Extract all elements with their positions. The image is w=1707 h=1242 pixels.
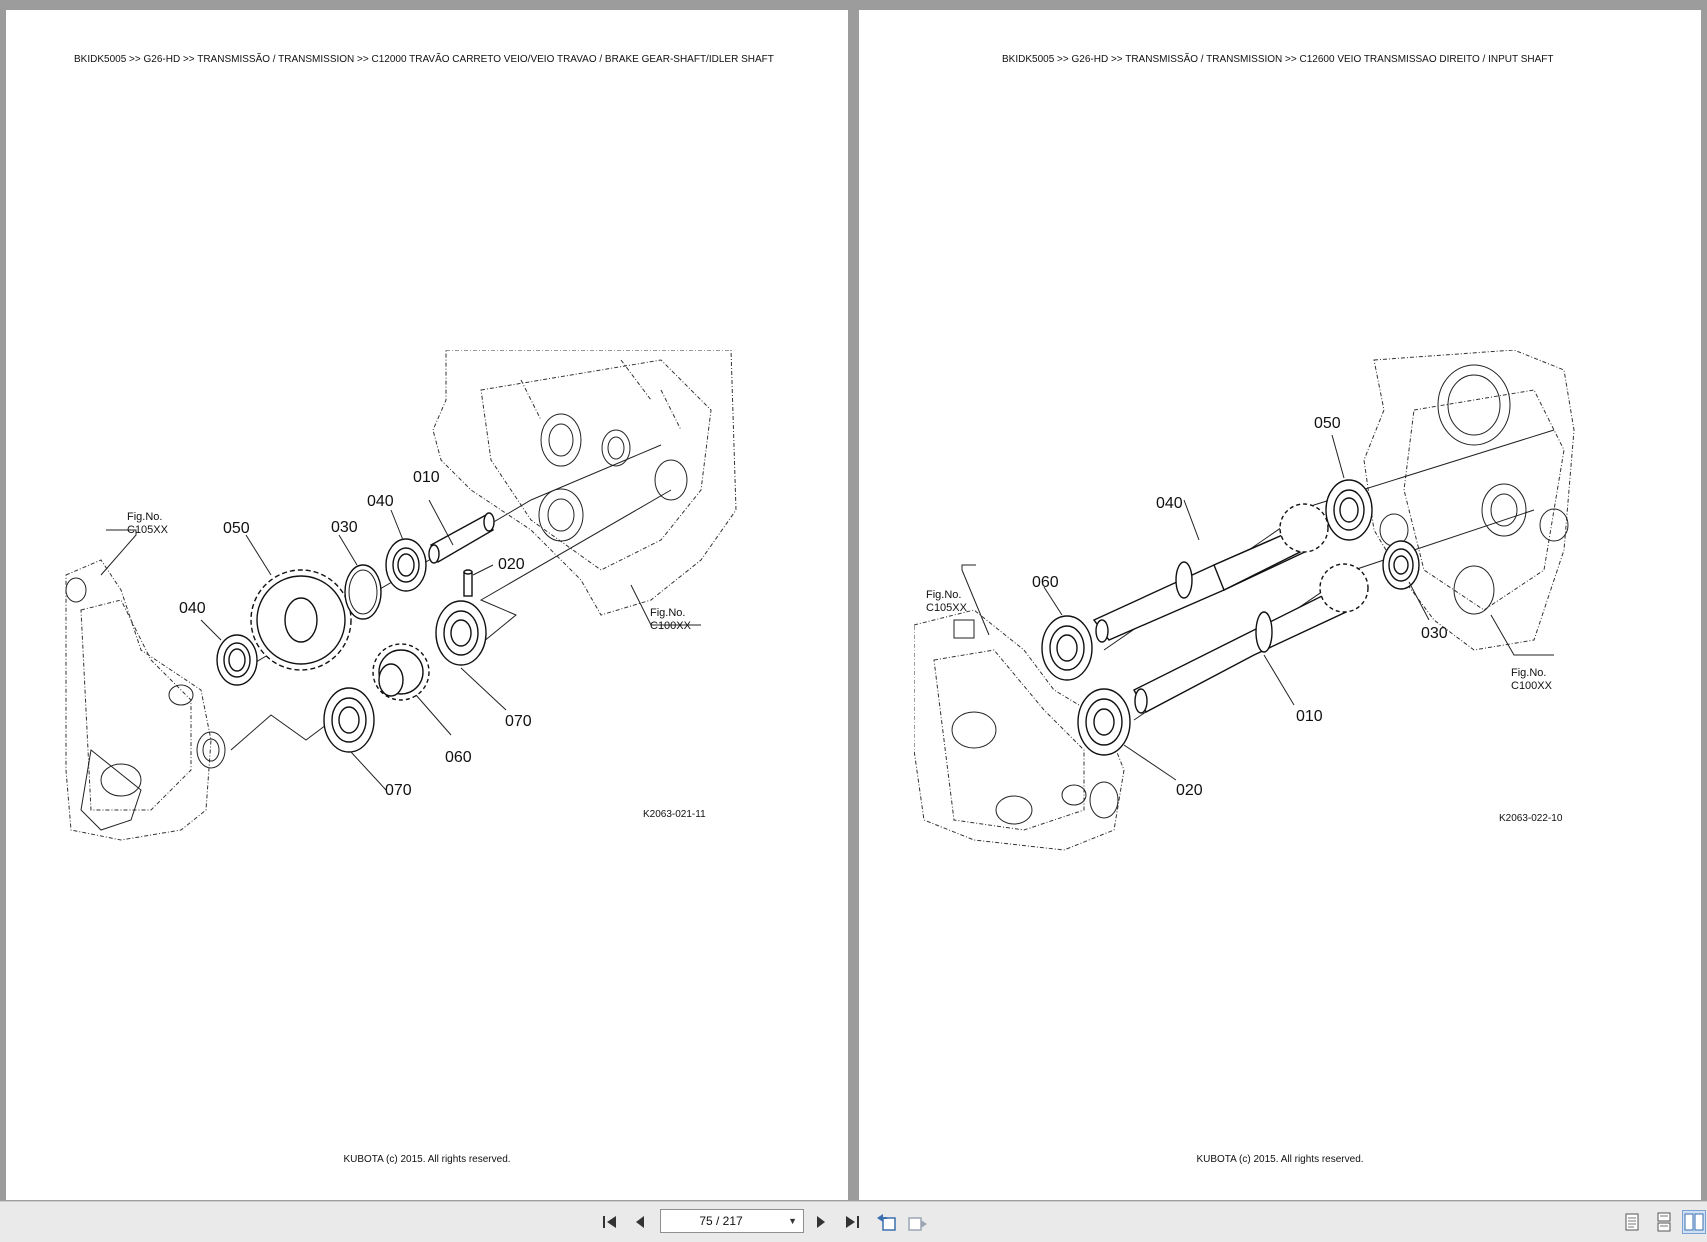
fig-ref-left-line2: C105XX: [127, 524, 169, 536]
part-label-020: 020: [1176, 782, 1203, 799]
part-label-010: 010: [413, 469, 440, 486]
brake-gear-050: [250, 569, 352, 671]
fig-ref-right-line1: Fig.No.: [1511, 667, 1546, 679]
go-back-icon[interactable]: [874, 1210, 898, 1234]
leader-lines: [100, 499, 701, 791]
part-label-010: 010: [1296, 708, 1323, 725]
page-footer: KUBOTA (c) 2015. All rights reserved.: [1196, 1154, 1364, 1165]
exploded-parts-diagram: 010 020 030 040 040 050 060 070 070 Fig.…: [61, 349, 801, 890]
page-number-selector[interactable]: 75 / 217 ▼: [660, 1209, 804, 1233]
fig-ref-left-line1: Fig.No.: [127, 511, 162, 523]
go-forward-icon[interactable]: [906, 1210, 930, 1234]
first-page-icon[interactable]: [598, 1210, 622, 1234]
bearing-070-left: [323, 687, 375, 753]
pin-020: [463, 569, 473, 597]
fig-ref-left-line2: C105XX: [926, 602, 968, 614]
two-page-icon[interactable]: [1682, 1210, 1706, 1234]
continuous-icon[interactable]: [1652, 1210, 1676, 1234]
figure-code: K2063-022-10: [1499, 813, 1563, 824]
input-shaft-040: [1092, 503, 1329, 643]
part-label-040-right: 040: [367, 493, 394, 510]
part-label-060: 060: [1032, 574, 1059, 591]
part-label-050: 050: [1314, 415, 1341, 432]
page-header: BKIDK5005 >> G26-HD >> TRANSMISSÃO / TRA…: [74, 54, 774, 65]
fig-ref-right-line2: C100XX: [1511, 680, 1553, 692]
chevron-down-icon: ▼: [788, 1216, 797, 1226]
prev-page-icon[interactable]: [628, 1210, 652, 1234]
page-footer: KUBOTA (c) 2015. All rights reserved.: [343, 1154, 511, 1165]
viewer-toolbar: 75 / 217 ▼: [0, 1201, 1707, 1242]
exploded-parts-diagram: 050 040 060 030 010 020 Fig.No. C105XX F…: [913, 349, 1654, 890]
snap-ring-030: [344, 564, 382, 620]
leader-lines: [961, 434, 1554, 781]
part-label-040-left: 040: [179, 600, 206, 617]
input-shaft-010: [1133, 563, 1369, 714]
transmission-housing-right: [432, 349, 737, 616]
bearing-040-right: [385, 538, 427, 592]
fig-ref-right-line1: Fig.No.: [650, 607, 685, 619]
page-indicator: 75 / 217: [699, 1214, 743, 1228]
idler-shaft-010: [428, 512, 495, 564]
document-page-left: BKIDK5005 >> G26-HD >> TRANSMISSÃO / TRA…: [6, 10, 848, 1200]
part-label-070-right: 070: [505, 713, 532, 730]
fig-ref-right-line2: C100XX: [650, 620, 692, 632]
bearing-050: [1325, 479, 1373, 541]
part-label-030: 030: [1421, 625, 1448, 642]
bearing-030: [1382, 540, 1420, 590]
part-label-050: 050: [223, 520, 250, 537]
part-label-020: 020: [498, 556, 525, 573]
document-page-right: BKIDK5005 >> G26-HD >> TRANSMISSÃO / TRA…: [859, 10, 1701, 1200]
diagram-svg: 050 040 060 030 010 020 Fig.No. C105XX F…: [913, 349, 1575, 851]
axis-line: [460, 489, 672, 661]
bearing-040-left: [216, 634, 258, 686]
bearing-020: [1077, 688, 1131, 756]
bearing-060: [1041, 615, 1093, 681]
figure-code: K2063-021-11: [643, 809, 706, 820]
fig-ref-left-line1: Fig.No.: [926, 589, 961, 601]
diagram-svg: 010 020 030 040 040 050 060 070 070 Fig.…: [65, 349, 737, 841]
part-label-070-left: 070: [385, 782, 412, 799]
single-page-icon[interactable]: [1620, 1210, 1644, 1234]
idler-gear-060: [372, 643, 430, 701]
part-label-030: 030: [331, 519, 358, 536]
part-label-040: 040: [1156, 495, 1183, 512]
transmission-housing-left: [913, 609, 1125, 851]
page-header: BKIDK5005 >> G26-HD >> TRANSMISSÃO / TRA…: [1002, 54, 1554, 65]
transmission-housing-right: [1363, 349, 1575, 651]
next-page-icon[interactable]: [809, 1210, 833, 1234]
transmission-housing-left: [65, 559, 226, 841]
part-label-060: 060: [445, 749, 472, 766]
bearing-070-right: [435, 600, 487, 666]
last-page-icon[interactable]: [840, 1210, 864, 1234]
